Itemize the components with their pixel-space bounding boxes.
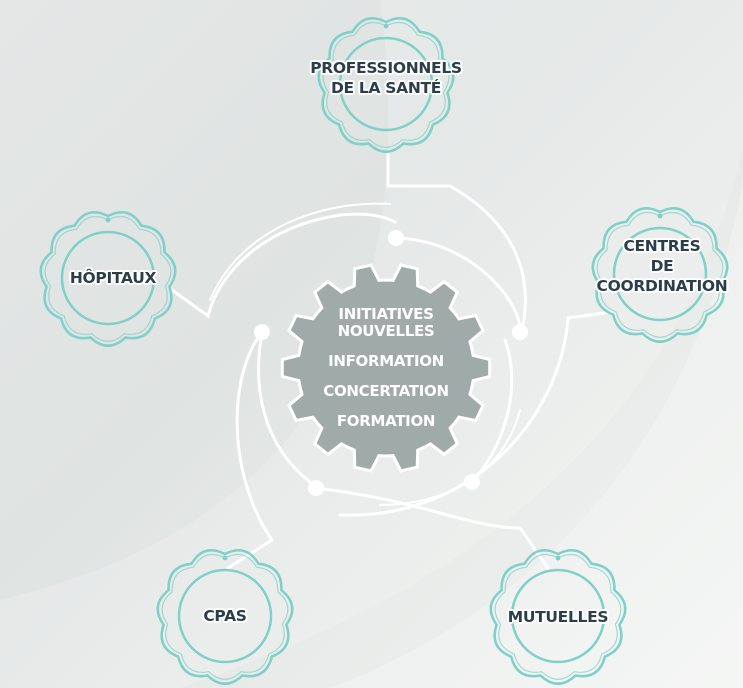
connector-centres: [338, 310, 614, 517]
connector-dot-2: [254, 324, 270, 340]
gear-outer-ring: [591, 207, 729, 343]
label-line: COORDINATION: [596, 277, 728, 296]
connector-dot-4: [464, 474, 480, 490]
center-line-nouvelles: NOUVELLES: [337, 322, 435, 340]
connector-dot-3: [308, 480, 324, 496]
center-line-formation: FORMATION: [336, 412, 436, 430]
gear-professionnels: [317, 17, 455, 153]
gear-inner-circle: [177, 568, 273, 664]
gear-outer-ring-inner: [44, 215, 172, 342]
label-cpas: CPAS: [170, 606, 280, 626]
label-line: CPAS: [203, 607, 247, 625]
center-line-concertation: CONCERTATION: [323, 382, 449, 400]
gear-outer-ring: [489, 549, 627, 685]
label-line: MUTUELLES: [507, 608, 609, 626]
gear-outer-ring: [156, 549, 294, 685]
gear-cpas: [156, 549, 294, 685]
label-line: DE: [650, 257, 674, 276]
label-line: HÔPITAUX: [69, 269, 157, 287]
label-professionnels-de-la-sante: PROFESSIONNELS DE LA SANTÉ: [288, 58, 484, 98]
center-gear-body: [280, 263, 492, 473]
label-line: CENTRES: [623, 237, 701, 255]
center-gear: [280, 263, 492, 473]
gear-centres: [591, 207, 729, 343]
center-line-initiatives: INITIATIVES: [338, 305, 434, 323]
connector-dot-0: [388, 230, 404, 246]
gear-outer-ring-inner: [596, 211, 724, 338]
gear-outer-ring-inner: [161, 553, 289, 680]
gear-outer-ring-inner: [322, 21, 450, 148]
gear-inner-circle: [338, 36, 434, 132]
gear-dot: [383, 23, 389, 29]
gear-mutuelles: [489, 549, 627, 685]
label-centres-de-coordination: CENTRES DE COORDINATION: [583, 236, 741, 296]
center-gear-text: INITIATIVES NOUVELLES INFORMATION CONCER…: [286, 305, 486, 431]
outer-arc-top: [209, 202, 391, 301]
connector-dot-1: [512, 324, 528, 340]
inner-arc-right: [470, 338, 514, 484]
connector-cpas: [226, 330, 275, 570]
gear-dot: [555, 555, 561, 561]
center-line-information: INFORMATION: [328, 352, 444, 370]
label-hopitaux: HÔPITAUX: [38, 268, 188, 288]
gear-inner-circle: [510, 568, 606, 664]
connector-mutuelles: [314, 486, 550, 570]
gear-inner-circle: [60, 230, 156, 326]
gear-outer-ring: [317, 17, 455, 153]
label-mutuelles: MUTUELLES: [488, 607, 628, 627]
inner-arc-top-right: [394, 236, 522, 332]
gear-hopitaux: [39, 211, 177, 347]
gear-outer-ring-inner: [494, 553, 622, 680]
gear-dot: [105, 217, 111, 223]
inner-arc-bottom-left: [257, 330, 320, 490]
label-line: DE LA SANTÉ: [330, 79, 442, 98]
gear-dot: [657, 213, 663, 219]
connector-hopitaux: [170, 212, 397, 319]
gear-inner-circle: [612, 226, 708, 322]
connector-lines: [170, 150, 614, 570]
gears-layer: [39, 17, 729, 685]
label-line: PROFESSIONNELS: [310, 59, 462, 77]
connector-professionnels: [386, 150, 527, 332]
gear-dot: [222, 555, 228, 561]
gear-outer-ring: [39, 211, 177, 347]
